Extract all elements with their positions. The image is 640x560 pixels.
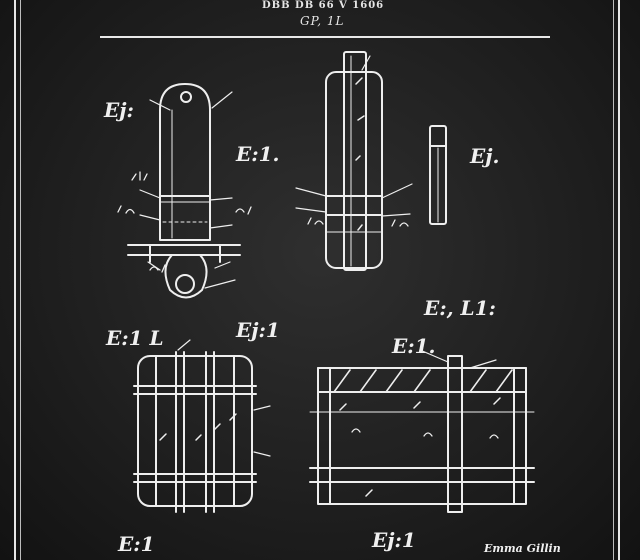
outer-frame (14, 0, 620, 560)
header-date-line: GP, 1L (300, 14, 345, 28)
figure-label-top-left: Ej: (104, 98, 134, 122)
drawing-square-pouch (133, 339, 271, 513)
figure-label-mid-right-b: E:1. (392, 334, 436, 358)
figure-label-top-middle: E:1. (236, 142, 280, 166)
inner-frame (20, 0, 614, 560)
figure-label-mid-left-a: E:1 L (106, 326, 164, 350)
drawing-horizontal-frame (309, 349, 535, 513)
figure-label-bottom-left: E:1 (118, 532, 155, 556)
drawing-small-rod (429, 125, 447, 225)
drawing-capsule-tube (117, 83, 252, 299)
header-patent-line: DBB DB 66 V 1606 (262, 0, 385, 11)
figure-label-top-right: Ej. (470, 144, 500, 168)
signature: Emma Gillin (484, 542, 561, 555)
header-rule (100, 36, 550, 38)
figure-label-mid-right-a: E:, L1: (424, 296, 496, 320)
drawing-vertical-cartridge (295, 51, 413, 271)
figure-label-bottom-middle: Ej:1 (372, 528, 416, 552)
figure-label-mid-left-b: Ej:1 (236, 318, 280, 342)
